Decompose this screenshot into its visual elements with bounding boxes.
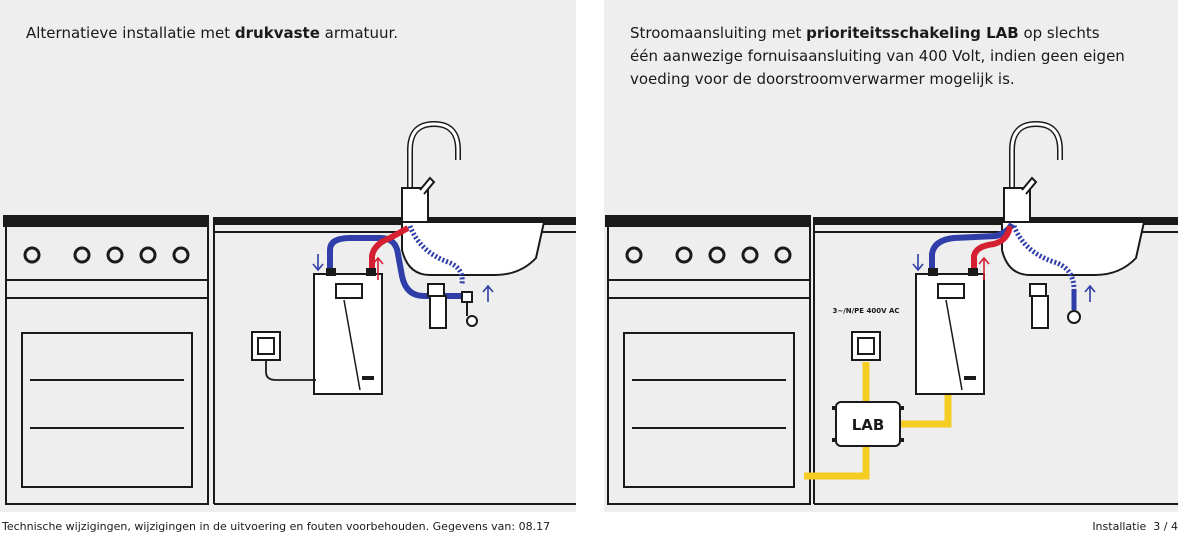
angle-valve [427, 283, 478, 329]
supply-label: 3~/N/PE 400V AC [832, 307, 899, 315]
right-panel: Stroomaansluiting met prioriteitsschakel… [604, 0, 1178, 512]
faucet [1003, 120, 1063, 223]
hot-water-pipe [971, 225, 1013, 268]
left-panel: Alternatieve installatie met drukvaste a… [0, 0, 576, 512]
footer-disclaimer: Technische wijzigingen, wijzigingen in d… [2, 520, 551, 533]
left-kitchen-diagram [3, 120, 576, 505]
water-heater [915, 268, 985, 395]
left-caption: Alternatieve installatie met drukvaste a… [26, 24, 399, 42]
sink-basin [401, 221, 546, 276]
cold-water-pipe [327, 235, 462, 299]
lab-box [832, 401, 904, 447]
faucet [401, 120, 461, 223]
mixed-water-hose [1011, 225, 1077, 310]
lab-label: LAB [852, 416, 885, 434]
right-kitchen-diagram: 3~/N/PE 400V AC LAB [605, 120, 1178, 505]
power-cable [804, 362, 952, 480]
stove [605, 215, 811, 505]
flow-arrows [912, 254, 1096, 302]
angle-valve [1029, 283, 1081, 329]
wall-socket [251, 331, 316, 381]
footer-page-number: Installatie 3 / 4 [1092, 520, 1178, 533]
right-caption: Stroomaansluiting met prioriteitsschakel… [630, 24, 1125, 88]
flow-arrows [312, 254, 494, 302]
stove [3, 215, 209, 505]
supply-socket [851, 331, 881, 361]
hot-water-pipe [369, 225, 410, 268]
water-heater [313, 268, 383, 395]
sink-basin [1001, 221, 1146, 276]
